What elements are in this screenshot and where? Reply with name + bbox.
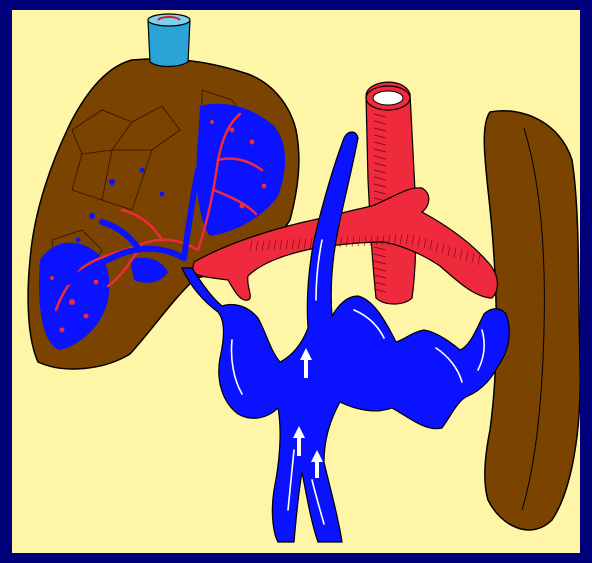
- vena-cava-icon: [148, 14, 190, 67]
- diagram-canvas: [12, 10, 580, 553]
